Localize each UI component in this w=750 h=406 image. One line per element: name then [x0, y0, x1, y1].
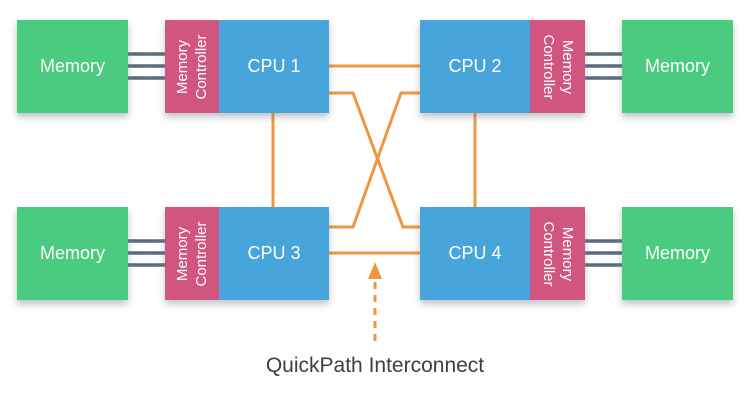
- memory-label: Memory: [644, 56, 710, 76]
- cpu3-node: Memory Controller CPU 3: [165, 207, 329, 300]
- quickpath-interconnect-label: QuickPath Interconnect: [265, 354, 485, 377]
- cpu1-node: Memory Controller CPU 1: [165, 20, 329, 113]
- qpi-link-cpu1-cpu4: [329, 91, 420, 229]
- memory-controller-label: Memory Controller: [539, 33, 577, 100]
- memory-bus-top-left: [127, 52, 166, 80]
- cpu4-box: CPU 4: [420, 207, 530, 300]
- qpi-link-cpu2-cpu3: [329, 91, 420, 229]
- memory-controller-label: Memory Controller: [539, 220, 577, 287]
- memory-label: Memory: [39, 243, 105, 263]
- memory-controller-label: Memory Controller: [173, 220, 211, 287]
- memory-bus-bottom-left: [127, 239, 166, 267]
- memory-controller-box-cpu1: Memory Controller: [165, 20, 219, 113]
- memory-label: Memory: [644, 243, 710, 263]
- memory-controller-box-cpu2: Memory Controller: [530, 20, 585, 113]
- memory-bus-bottom-right: [584, 239, 623, 267]
- cpu4-node: CPU 4 Memory Controller: [420, 207, 585, 300]
- cpu2-node: CPU 2 Memory Controller: [420, 20, 585, 113]
- cpu4-label: CPU 4: [448, 243, 502, 263]
- qpi-annotation-arrow: [368, 262, 382, 347]
- memory-label: Memory: [39, 56, 105, 76]
- cpu2-label: CPU 2: [448, 56, 502, 76]
- cpu1-label: CPU 1: [247, 56, 301, 76]
- memory-controller-label: Memory Controller: [173, 33, 211, 100]
- cpu3-label: CPU 3: [247, 243, 301, 263]
- memory-box-top-left: Memory: [17, 20, 128, 113]
- memory-controller-box-cpu3: Memory Controller: [165, 207, 219, 300]
- memory-box-top-right: Memory: [622, 20, 733, 113]
- memory-bus-top-right: [584, 52, 623, 80]
- arrow-up-icon: [368, 262, 382, 279]
- cpu1-box: CPU 1: [219, 20, 329, 113]
- memory-box-bottom-right: Memory: [622, 207, 733, 300]
- memory-controller-box-cpu4: Memory Controller: [530, 207, 585, 300]
- cpu2-box: CPU 2: [420, 20, 530, 113]
- memory-box-bottom-left: Memory: [17, 207, 128, 300]
- cpu3-box: CPU 3: [219, 207, 329, 300]
